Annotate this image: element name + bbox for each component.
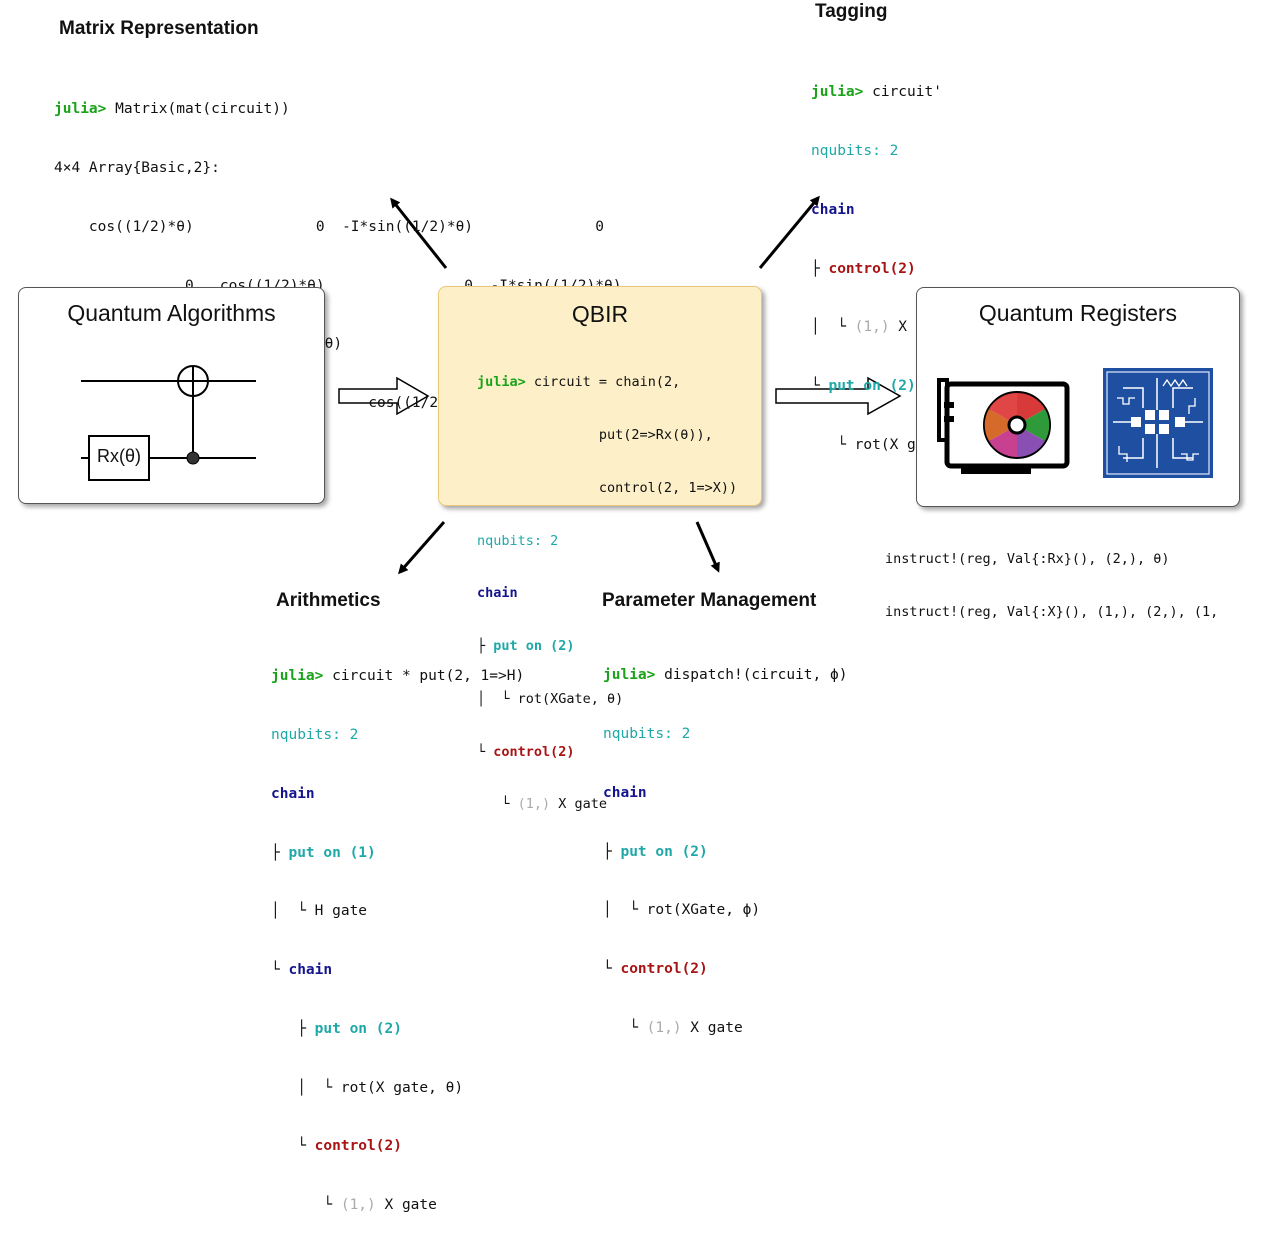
arithmetics-title: Arithmetics (276, 590, 381, 611)
nqubits-label: nqubits: 2 (811, 142, 899, 159)
chain-label: chain (603, 784, 647, 801)
circuit-diagram (81, 365, 256, 481)
gpu-card-icon (937, 378, 1070, 474)
chain-label-nested: chain (288, 962, 333, 979)
control-gate: X gate (375, 1197, 437, 1214)
put-label: put on (2) (828, 378, 916, 395)
matrix-row-1: cos((1/2)*θ) 0 -I*sin((1/2)*θ) 0 (54, 218, 604, 235)
qbir-command-line-3: control(2, 1=>X)) (477, 479, 738, 496)
arrow-to-arithmetics (398, 521, 446, 575)
qbir-code: julia> circuit = chain(2, put(2=>Rx(θ)),… (477, 374, 738, 813)
tagging-title: Tagging (815, 1, 888, 22)
julia-prompt: julia> (811, 84, 864, 101)
instruct-line-2: instruct!(reg, Val{:X}(), (1,), (2,), (1… (885, 603, 1219, 620)
put-label: put on (2) (493, 638, 575, 655)
arithmetics-command: circuit * put(2, 1=>H) (323, 668, 525, 685)
nqubits-label: nqubits: 2 (477, 532, 559, 549)
tagging-command: circuit' (863, 84, 942, 101)
put-label: put on (2) (620, 843, 708, 860)
parameter-title: Parameter Management (602, 590, 817, 611)
arrow-algorithms-to-qbir (338, 376, 430, 416)
chain-label: chain (811, 201, 855, 218)
control-label: control(2) (620, 961, 708, 978)
put-label-nested: put on (2) (314, 1020, 402, 1037)
nqubits-label: nqubits: 2 (603, 725, 691, 742)
connector-arrows (338, 195, 902, 575)
parameter-command: dispatch!(circuit, ϕ) (655, 667, 848, 684)
quantum-registers-box: Quantum Registers (916, 287, 1240, 507)
chain-label: chain (477, 585, 518, 602)
control-locs: (1,) (646, 1019, 682, 1036)
arrow-qbir-to-registers (775, 376, 902, 416)
chain-label: chain (271, 785, 315, 802)
arrow-to-parameter (695, 521, 720, 573)
matrix-title: Matrix Representation (59, 18, 259, 39)
qbir-command-line-2: put(2=>Rx(θ)), (477, 426, 713, 443)
control-locs: (1,) (854, 319, 890, 336)
tagging-code: julia> circuit' nqubits: 2 chain ├ contr… (811, 44, 986, 475)
quantum-algorithms-title: Quantum Algorithms (67, 300, 276, 326)
parameter-code: julia> dispatch!(circuit, ϕ) nqubits: 2 … (603, 667, 848, 1036)
control-gate: X gate (550, 796, 608, 813)
arrow-to-tagging (758, 195, 820, 269)
control-label: control(2) (314, 1138, 402, 1155)
instruct-line-1: instruct!(reg, Val{:Rx}(), (2,), θ) (885, 551, 1170, 568)
arithmetics-code: julia> circuit * put(2, 1=>H) nqubits: 2… (271, 668, 525, 1214)
julia-prompt: julia> (603, 667, 656, 684)
julia-prompt: julia> (477, 374, 526, 391)
matrix-header: 4×4 Array{Basic,2}: (54, 159, 220, 176)
matrix-command: Matrix(mat(circuit)) (106, 101, 290, 118)
nqubits-label: nqubits: 2 (271, 726, 359, 743)
julia-prompt: julia> (271, 668, 324, 685)
control-locs: (1,) (517, 796, 551, 813)
put-gate: rot(XGate, ϕ) (646, 902, 761, 919)
qbir-command-line-1: circuit = chain(2, (525, 374, 681, 391)
cnot-control-dot (186, 451, 200, 465)
register-instructions: instruct!(reg, Val{:Rx}(), (2,), θ) inst… (885, 516, 1218, 639)
quantum-registers-title: Quantum Registers (978, 300, 1178, 326)
control-gate: X gate (681, 1019, 743, 1036)
rx-gate-label: Rx(θ) (97, 446, 141, 466)
control-locs: (1,) (340, 1197, 376, 1214)
qbir-box: QBIR julia> circuit = chain(2, put(2=>Rx… (438, 286, 762, 812)
control-label: control(2) (828, 260, 916, 277)
put-gate-nested: rot(X gate, θ) (340, 1079, 464, 1096)
quantum-algorithms-box: Quantum Algorithms Rx(θ) (18, 287, 325, 504)
put-gate: H gate (314, 903, 368, 920)
qbir-title: QBIR (571, 301, 629, 327)
control-label: control(2) (493, 743, 575, 760)
julia-prompt: julia> (54, 101, 107, 118)
rx-gate-box (88, 435, 150, 481)
put-gate: rot(XGate, θ) (517, 690, 624, 707)
quantum-chip-icon (1103, 368, 1213, 478)
put-label: put on (1) (288, 844, 376, 861)
arrow-to-matrix (390, 197, 448, 269)
